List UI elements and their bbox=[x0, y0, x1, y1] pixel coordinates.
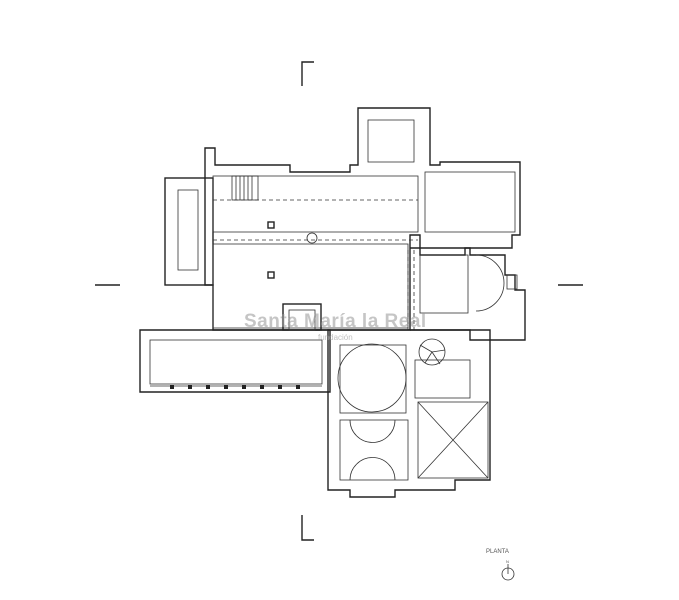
watermark-title: Santa María la Real bbox=[244, 311, 427, 332]
corner-marks bbox=[95, 61, 583, 541]
plan-label: PLANTA bbox=[486, 549, 509, 555]
walls bbox=[139, 107, 526, 498]
watermark-subtitle: fundación bbox=[318, 333, 353, 342]
north-arrow-icon bbox=[501, 564, 515, 581]
north-label: N bbox=[506, 559, 509, 564]
